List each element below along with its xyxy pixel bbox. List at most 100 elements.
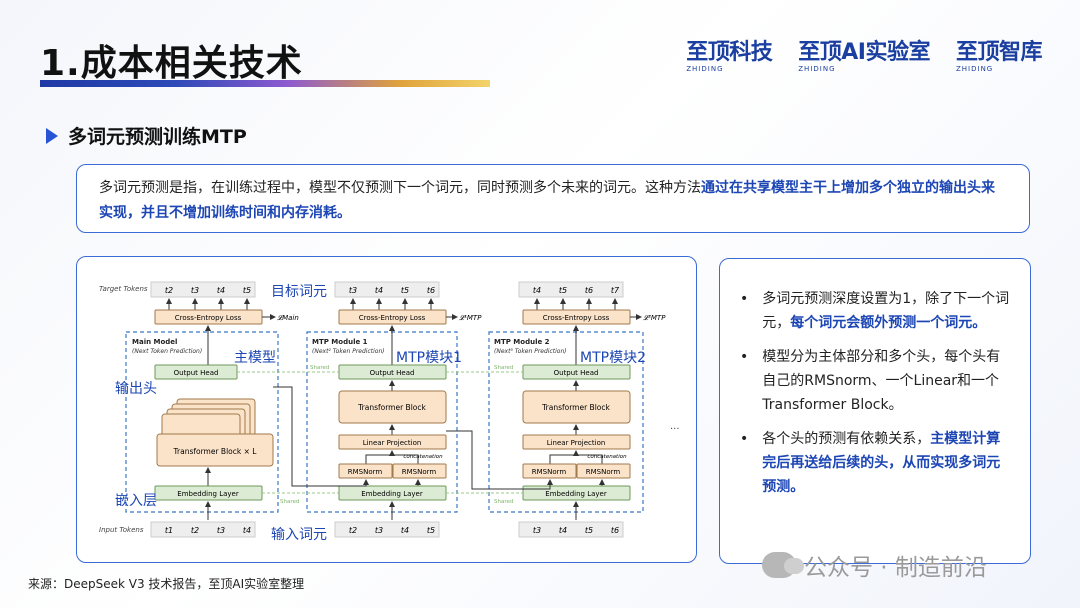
concat-label: concatenation bbox=[403, 454, 443, 460]
logo-text: 至顶智库 bbox=[955, 40, 1043, 65]
token: t2 bbox=[191, 526, 199, 535]
triangle-bullet-icon bbox=[46, 127, 58, 144]
annotation-input-tokens: 输入词元 bbox=[271, 527, 327, 543]
token: t2 bbox=[349, 526, 357, 535]
token: t4 bbox=[243, 526, 251, 535]
mtp2-target-tokens: t4 t5 t6 t7 bbox=[518, 281, 624, 298]
bullet-item: • 多词元预测深度设置为1，除了下一个词元，每个词元会额外预测一个词元。 bbox=[740, 287, 1012, 335]
logo-zhiding-tech: 至顶科技 ZHIDING bbox=[686, 42, 773, 74]
logo-subtext: ZHIDING bbox=[798, 65, 836, 73]
shared-label: Shared bbox=[494, 499, 513, 505]
mtp2-loss-label: Cross-Entropy Loss bbox=[543, 314, 610, 322]
main-transformer-block bbox=[156, 433, 274, 467]
mtp1-transformer-block bbox=[338, 390, 447, 424]
input-tokens-label: Input Tokens bbox=[99, 526, 144, 534]
shared-label: Shared bbox=[310, 365, 329, 371]
bullet-dot-icon: • bbox=[740, 349, 749, 365]
embedding-label: Embedding Layer bbox=[545, 490, 607, 498]
main-loss-label: Cross-Entropy Loss bbox=[175, 314, 242, 322]
token: t3 bbox=[533, 526, 541, 535]
intro-box: 多词元预测是指，在训练过程中，模型不仅预测下一个词元，同时预测多个未来的词元。这… bbox=[76, 164, 1030, 233]
cross-module-connections: Shared Shared Shared Shared ... bbox=[237, 365, 680, 505]
annotation-output-head: 输出头 bbox=[115, 381, 157, 397]
mtp2-transformer-block bbox=[522, 390, 631, 424]
mtp1-loss-symbol: 𝓛¹MTP bbox=[459, 314, 482, 322]
bullet-text: 多词元预测深度设置为1，除了下一个词元， bbox=[762, 291, 1010, 331]
mtp-diagram: Target Tokens Input Tokens Main Model (N… bbox=[76, 256, 697, 563]
rmsnorm-label: RMSNorm bbox=[348, 468, 383, 476]
token: t3 bbox=[191, 286, 199, 295]
intro-highlight: 通过在共享模型主干上增加多个独立的输出头来实现，并且不增加训练时间和内存消耗。 bbox=[99, 180, 995, 221]
token: t4 bbox=[401, 526, 409, 535]
key-points-box: • 多词元预测深度设置为1，除了下一个词元，每个词元会额外预测一个词元。 • 模… bbox=[719, 258, 1031, 564]
token: t4 bbox=[559, 526, 567, 535]
logo-text: 至顶AI实验室 bbox=[798, 40, 930, 65]
mtp1-linear-projection bbox=[338, 434, 447, 450]
main-input-tokens: t1 t2 t3 t4 bbox=[150, 521, 256, 538]
mtp2-subtitle: (Next³ Token Prediction) bbox=[494, 348, 567, 355]
mtp1-title: MTP Module 1 bbox=[312, 338, 368, 346]
mtp2-linear-projection bbox=[522, 434, 631, 450]
main-loss-symbol: 𝓛Main bbox=[277, 314, 299, 322]
output-head-label: Output Head bbox=[554, 369, 599, 377]
token: t2 bbox=[165, 286, 173, 295]
logo-subtext: ZHIDING bbox=[955, 65, 994, 73]
bullet-text: 各个头的预测有依赖关系， bbox=[762, 431, 931, 447]
token: t3 bbox=[349, 286, 357, 295]
bullet-dot-icon: • bbox=[740, 431, 749, 447]
main-model-frame bbox=[125, 331, 279, 513]
annotation-target-tokens: 目标词元 bbox=[271, 284, 327, 300]
chinese-annotations: 目标词元 主模型 MTP模块1 MTP模块2 输出头 嵌入层 输入词元 bbox=[115, 284, 646, 543]
rmsnorm-label: RMSNorm bbox=[586, 468, 621, 476]
output-head-label: Output Head bbox=[370, 369, 415, 377]
target-tokens-label: Target Tokens bbox=[99, 285, 148, 293]
annotation-embedding: 嵌入层 bbox=[115, 493, 157, 509]
token: t1 bbox=[165, 526, 173, 535]
transformer-label: Transformer Block bbox=[541, 403, 610, 412]
watermark-text: 公众号 · 制造前沿 bbox=[804, 555, 987, 581]
title-underline bbox=[40, 80, 490, 87]
bullet-item: • 各个头的预测有依赖关系，主模型计算完后再送给后续的头，从而实现多词元预测。 bbox=[740, 427, 1012, 499]
token: t4 bbox=[375, 286, 383, 295]
mtp2-rmsnorm-right bbox=[576, 463, 631, 479]
token: t5 bbox=[427, 526, 435, 535]
embedding-label: Embedding Layer bbox=[361, 490, 423, 498]
token: t3 bbox=[217, 526, 225, 535]
token: t4 bbox=[217, 286, 225, 295]
mtp1-input-tokens: t2 t3 t4 t5 bbox=[334, 521, 440, 538]
main-model-title: Main Model bbox=[132, 338, 177, 346]
mtp2-frame bbox=[488, 331, 644, 513]
annotation-mtp2: MTP模块2 bbox=[580, 350, 646, 366]
shared-label: Shared bbox=[494, 365, 513, 371]
shared-label: Shared bbox=[280, 499, 299, 505]
ellipsis: ... bbox=[670, 421, 680, 432]
section-heading: 多词元预测训练MTP bbox=[46, 122, 247, 149]
token: t5 bbox=[243, 286, 251, 295]
embedding-label: Embedding Layer bbox=[177, 490, 239, 498]
logo-subtext: ZHIDING bbox=[686, 65, 724, 73]
main-model-column: Main Model (Next Token Prediction) t2 t3… bbox=[125, 281, 299, 538]
token: t7 bbox=[611, 286, 620, 295]
rmsnorm-label: RMSNorm bbox=[402, 468, 437, 476]
intro-text: 多词元预测是指，在训练过程中，模型不仅预测下一个词元，同时预测多个未来的词元。这… bbox=[99, 180, 701, 196]
token: t5 bbox=[559, 286, 567, 295]
annotation-main-model: 主模型 bbox=[234, 350, 276, 366]
logo-zhiding-think-tank: 至顶智库 ZHIDING bbox=[955, 40, 1043, 74]
rmsnorm-label: RMSNorm bbox=[532, 468, 567, 476]
mtp-architecture-figure: Target Tokens Input Tokens Main Model (N… bbox=[99, 281, 680, 543]
main-model-subtitle: (Next Token Prediction) bbox=[132, 348, 202, 355]
token: t5 bbox=[401, 286, 409, 295]
mtp2-loss-symbol: 𝓛²MTP bbox=[643, 314, 666, 322]
page-title: 1.成本相关技术 bbox=[40, 43, 303, 84]
concat-label: concatenation bbox=[587, 454, 627, 460]
output-head-label: Output Head bbox=[174, 369, 219, 377]
bullet-highlight: 主模型计算完后再送给后续的头，从而实现多词元预测。 bbox=[762, 431, 1001, 495]
mtp1-rmsnorm-right bbox=[392, 463, 447, 479]
token: t4 bbox=[533, 286, 541, 295]
transformer-label: Transformer Block bbox=[357, 403, 426, 412]
token: t6 bbox=[611, 526, 619, 535]
source-note: 来源：DeepSeek V3 技术报告，至顶AI实验室整理 bbox=[28, 577, 305, 591]
token: t5 bbox=[585, 526, 593, 535]
logo-zhiding-ai-lab: 至顶AI实验室 ZHIDING bbox=[798, 40, 930, 74]
mtp1-rmsnorm-left bbox=[338, 463, 393, 479]
